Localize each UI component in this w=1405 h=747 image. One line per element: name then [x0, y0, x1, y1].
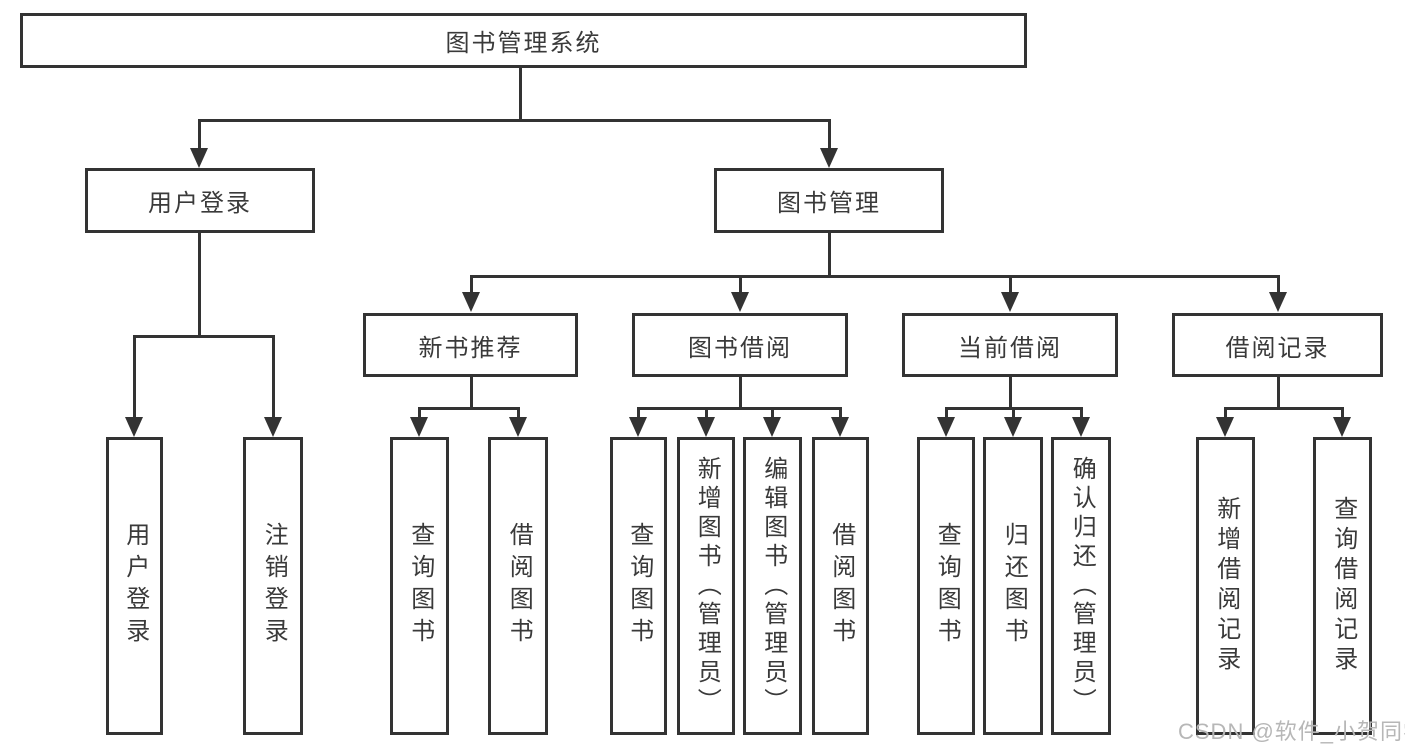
leaf-query-books-recommend: 查询图书	[390, 437, 449, 735]
leaf-confirm-return-admin-label: 确认归还（管理员）	[1068, 455, 1096, 717]
leaf-borrow-books-recommend-label: 借阅图书	[505, 522, 533, 650]
arrow-to-bor-query	[629, 417, 647, 437]
leaf-borrow-books-recommend: 借阅图书	[488, 437, 548, 735]
leaf-logout: 注销登录	[243, 437, 303, 735]
leaf-return-book-label: 归还图书	[1000, 522, 1028, 650]
arrow-to-rec-borrow	[509, 417, 527, 437]
leaf-edit-book-admin-label: 编辑图书（管理员）	[759, 455, 787, 717]
connector-records-stem	[1277, 377, 1280, 407]
connector-leaf-login-drop	[133, 335, 136, 419]
node-user-login-branch-label: 用户登录	[148, 190, 252, 217]
arrow-to-cur-return	[1004, 417, 1022, 437]
node-book-borrowing-label: 图书借阅	[688, 334, 792, 362]
leaf-query-borrow-record-label: 查询借阅记录	[1329, 496, 1357, 676]
node-book-management-label: 图书管理	[777, 190, 881, 217]
connector-book-mgmt-bus	[470, 275, 1279, 278]
node-borrowing-records-label: 借阅记录	[1225, 334, 1330, 362]
arrow-to-bor-edit	[763, 417, 781, 437]
leaf-confirm-return-admin: 确认归还（管理员）	[1051, 437, 1111, 735]
connector-rec-query2-drop	[1341, 407, 1344, 419]
node-current-borrowing: 当前借阅	[902, 313, 1118, 377]
arrow-to-record-query	[1333, 417, 1351, 437]
connector-leaf-logout-drop	[272, 335, 275, 419]
connector-recommend-stem	[470, 377, 473, 407]
connector-user-login-stem	[198, 233, 201, 335]
leaf-borrow-books-borrowing-label: 借阅图书	[827, 522, 855, 650]
arrow-to-recommend	[462, 292, 480, 312]
node-user-login-branch: 用户登录	[85, 168, 315, 233]
arrow-to-leaf-logout	[264, 417, 282, 437]
leaf-user-login: 用户登录	[106, 437, 163, 735]
node-new-book-recommend: 新书推荐	[363, 313, 578, 377]
connector-current-stem	[1009, 377, 1012, 407]
connector-cur-query-drop	[945, 407, 948, 419]
arrow-to-current	[1001, 292, 1019, 312]
leaf-query-books-borrowing: 查询图书	[610, 437, 667, 735]
connector-book-mgmt-stem	[828, 233, 831, 275]
leaf-query-books-current-label: 查询图书	[933, 522, 961, 650]
leaf-add-book-admin: 新增图书（管理员）	[677, 437, 735, 735]
connector-borrowing-stem	[739, 377, 742, 407]
leaf-return-book: 归还图书	[983, 437, 1043, 735]
connector-recommend-bus	[418, 407, 520, 410]
leaf-add-book-admin-label: 新增图书（管理员）	[693, 455, 721, 717]
connector-root-bus	[198, 119, 831, 122]
connector-bor-edit-drop	[771, 407, 774, 419]
node-root-label: 图书管理系统	[445, 30, 602, 57]
connector-rec-borrow-drop	[517, 407, 520, 419]
arrow-to-leaf-login	[125, 417, 143, 437]
connector-borrowing-drop	[739, 275, 742, 295]
connector-records-bus	[1224, 407, 1344, 410]
connector-borrowing-bus	[637, 407, 841, 410]
connector-rec-query-drop	[418, 407, 421, 419]
leaf-borrow-books-borrowing: 借阅图书	[812, 437, 869, 735]
leaf-query-books-recommend-label: 查询图书	[406, 522, 434, 650]
node-book-management: 图书管理	[714, 168, 944, 233]
leaf-edit-book-admin: 编辑图书（管理员）	[743, 437, 802, 735]
connector-user-login-bus	[133, 335, 275, 338]
arrow-to-user-login	[190, 148, 208, 168]
connector-cur-return-drop	[1012, 407, 1015, 419]
connector-root-stem	[519, 68, 522, 119]
arrow-to-bor-add	[697, 417, 715, 437]
connector-current-drop	[1009, 275, 1012, 295]
connector-recommend-drop	[470, 275, 473, 295]
arrow-to-record-add	[1216, 417, 1234, 437]
connector-bor-add-drop	[705, 407, 708, 419]
connector-cur-confirm-drop	[1080, 407, 1083, 419]
connector-bor-borrow-drop	[839, 407, 842, 419]
node-new-book-recommend-label: 新书推荐	[418, 334, 523, 362]
leaf-query-books-current: 查询图书	[917, 437, 975, 735]
connector-records-drop	[1277, 275, 1280, 295]
leaf-add-borrow-record-label: 新增借阅记录	[1212, 496, 1240, 676]
leaf-user-login-label: 用户登录	[121, 522, 149, 650]
leaf-query-borrow-record: 查询借阅记录	[1313, 437, 1372, 735]
arrow-to-cur-confirm	[1072, 417, 1090, 437]
arrow-to-book-mgmt	[820, 148, 838, 168]
arrow-to-rec-query	[410, 417, 428, 437]
arrow-to-records	[1269, 292, 1287, 312]
arrow-to-borrowing	[731, 292, 749, 312]
leaf-logout-label: 注销登录	[260, 522, 288, 650]
node-current-borrowing-label: 当前借阅	[958, 334, 1062, 362]
node-borrowing-records: 借阅记录	[1172, 313, 1383, 377]
arrow-to-cur-query	[937, 417, 955, 437]
leaf-query-books-borrowing-label: 查询图书	[625, 522, 653, 650]
connector-rec-add-drop	[1224, 407, 1227, 419]
leaf-add-borrow-record: 新增借阅记录	[1196, 437, 1255, 735]
connector-user-login-drop	[198, 119, 201, 149]
csdn-watermark: CSDN @软件_小贺同学	[1178, 719, 1405, 744]
connector-bor-query-drop	[637, 407, 640, 419]
connector-book-mgmt-drop	[828, 119, 831, 149]
node-book-borrowing: 图书借阅	[632, 313, 848, 377]
arrow-to-bor-borrow	[831, 417, 849, 437]
node-root: 图书管理系统	[20, 13, 1027, 68]
